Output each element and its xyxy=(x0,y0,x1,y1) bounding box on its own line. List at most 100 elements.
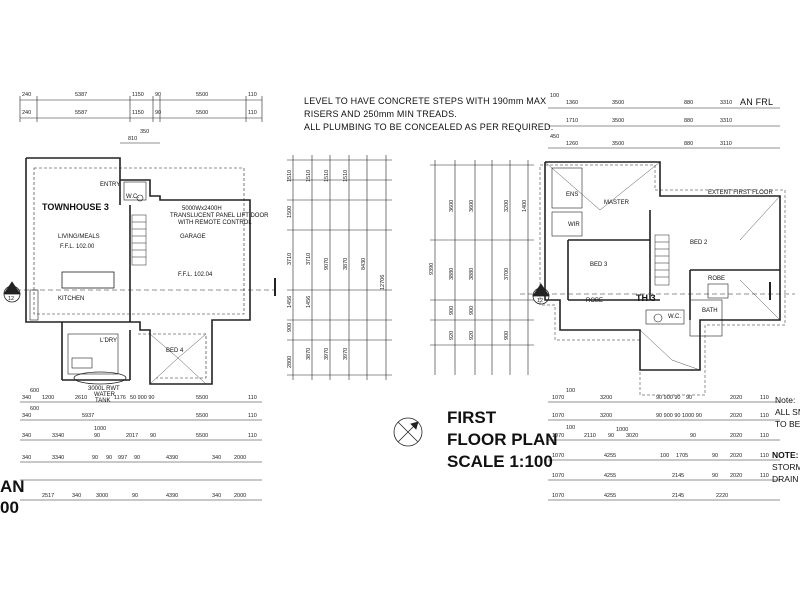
dim: 100 xyxy=(550,93,560,99)
dim: 2220 xyxy=(716,493,729,499)
dim: 1150 xyxy=(132,110,144,116)
dim: 1150 xyxy=(132,92,144,98)
dim: 110 xyxy=(760,473,769,479)
dim: 600 xyxy=(30,406,40,412)
dim: 880 xyxy=(684,118,694,124)
dim: 3000 xyxy=(96,493,109,499)
dim: 2017 xyxy=(126,433,139,439)
dim: 3500 xyxy=(612,118,625,124)
first-stair xyxy=(654,234,670,286)
dim: 5937 xyxy=(82,413,95,419)
dim: 1456 xyxy=(287,295,293,308)
extent-first-floor-label: EXTENT FIRST FLOOR xyxy=(708,190,773,196)
dim: 110 xyxy=(248,433,257,439)
dim: 4255 xyxy=(604,453,617,459)
dim: 3880 xyxy=(469,267,475,280)
first-top-dims xyxy=(548,107,780,149)
dim: 350 xyxy=(140,129,150,135)
dim: 90 xyxy=(132,493,139,499)
dim: 3200 xyxy=(600,395,613,401)
dim: 5500 xyxy=(196,395,209,401)
dim: 1000 xyxy=(94,426,107,432)
dim: 90 xyxy=(94,433,101,439)
room-ensuite-label: ENS xyxy=(566,192,579,198)
dim: 240 xyxy=(22,110,32,116)
dim: 5500 xyxy=(196,413,209,419)
dim: 997 xyxy=(118,455,128,461)
dim: 240 xyxy=(22,92,32,98)
wc-room xyxy=(123,181,147,201)
garage-door-spec-3: WITH REMOTE CONTROL xyxy=(178,220,252,226)
room-kitchen-label: KITCHEN xyxy=(58,296,85,302)
tank-label-2: WATER xyxy=(94,392,115,398)
dim: 600 xyxy=(30,388,40,394)
dim: 110 xyxy=(760,395,769,401)
middle-dim-ticks xyxy=(287,159,392,376)
dim: 90 xyxy=(150,433,157,439)
dim: 110 xyxy=(248,395,257,401)
dim: 920 xyxy=(469,330,475,340)
room-living-label: LIVING/MEALS xyxy=(58,234,100,240)
dim: 340 xyxy=(212,493,222,499)
dim: 450 xyxy=(550,134,560,140)
garage-door-spec-2: TRANSLUCENT PANEL LIFT DOOR xyxy=(170,213,269,219)
side-note-1-line-1: ALL SM xyxy=(775,407,800,417)
dim: 900 xyxy=(287,322,293,332)
dim: 90 xyxy=(134,455,141,461)
section-arrow xyxy=(3,281,21,295)
dim: 3710 xyxy=(306,252,312,265)
dim: 9390 xyxy=(429,262,435,275)
ensuite-room xyxy=(551,167,583,209)
dim: 2145 xyxy=(672,473,685,479)
townhouse-title: TOWNHOUSE 3 xyxy=(42,202,109,212)
dim: 1510 xyxy=(324,169,330,182)
dim: 5387 xyxy=(75,92,88,98)
dim: 110 xyxy=(248,110,257,116)
room-wc-label: W.C. xyxy=(126,194,139,200)
dim: 90 xyxy=(92,455,99,461)
section-marker-top: A xyxy=(10,283,14,289)
room-wc-first-label: W.C. xyxy=(668,314,681,320)
dim: 2020 xyxy=(730,395,743,401)
dim: 110 xyxy=(248,92,257,98)
room-bed4-label: BED 4 xyxy=(166,348,184,354)
garage-door-spec-1: 5000Wx2400H xyxy=(182,206,222,212)
room-bed2-label: BED 2 xyxy=(690,240,708,246)
dim: 2145 xyxy=(672,493,685,499)
room-master-label: MASTER xyxy=(604,200,630,206)
dim-ticks xyxy=(19,96,263,122)
dim: 340 xyxy=(22,455,32,461)
first-vertical-dims xyxy=(434,160,529,375)
dim: 3970 xyxy=(324,347,330,360)
tank-label-1: 3000L RWT xyxy=(88,386,120,392)
dim: 1070 xyxy=(552,453,565,459)
dim: 90 xyxy=(608,433,615,439)
room-garage-label: GARAGE xyxy=(180,234,206,240)
dim: 90 xyxy=(155,92,162,98)
side-note-1-line-2: TO BE xyxy=(775,419,800,429)
dim: 2020 xyxy=(730,433,743,439)
dim: 90 xyxy=(712,453,719,459)
dim: 1176 xyxy=(114,395,126,401)
room-wir-label: WIR xyxy=(568,222,580,228)
wc-pan xyxy=(136,194,144,202)
wc-first-pan xyxy=(653,313,663,323)
room-robe2-label: ROBE xyxy=(708,276,726,282)
dim: 1260 xyxy=(566,141,579,147)
first-section-marker-bottom: 12 xyxy=(537,298,544,304)
dim: 3970 xyxy=(343,347,349,360)
dim: 2020 xyxy=(730,473,743,479)
dim: 1000 xyxy=(616,427,629,433)
dim: 3500 xyxy=(612,100,625,106)
dim: 3310 xyxy=(720,100,733,106)
dim: 880 xyxy=(684,100,694,106)
dim: 12706 xyxy=(380,274,386,290)
dim: 2610 xyxy=(75,395,88,401)
plan-title-line-3: SCALE 1:100 xyxy=(447,452,553,471)
dim: 1070 xyxy=(552,433,565,439)
dim: 8430 xyxy=(361,257,367,270)
dim: 110 xyxy=(760,433,769,439)
dim: 1070 xyxy=(552,473,565,479)
dim: 100 xyxy=(566,425,576,431)
dim: 3870 xyxy=(306,347,312,360)
